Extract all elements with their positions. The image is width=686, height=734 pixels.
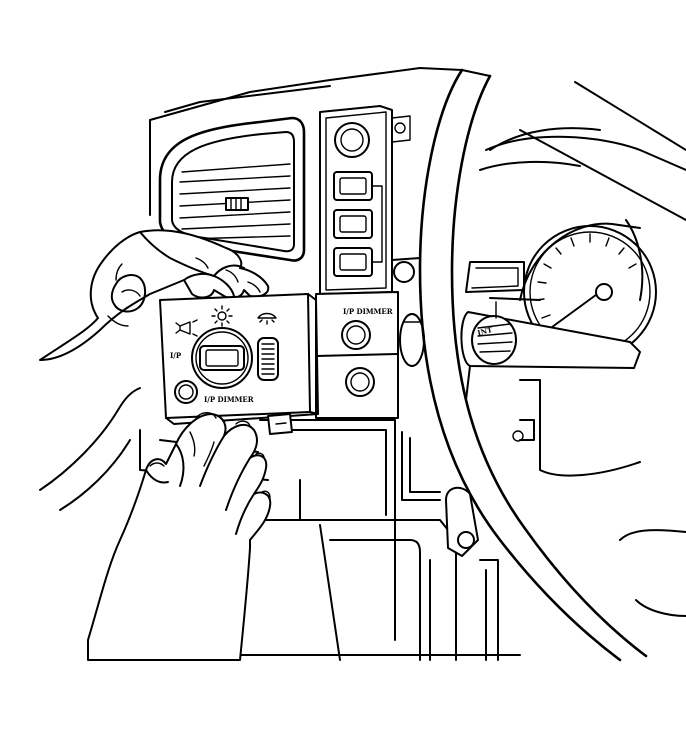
center-switch-column — [319, 105, 411, 295]
rocker-switch-2 — [333, 209, 373, 239]
headlamp-knob-grip — [199, 345, 245, 371]
dimmer-knob-upper — [341, 320, 371, 350]
right-hand-lower — [87, 412, 272, 661]
stalk-int-label: INT — [476, 325, 493, 338]
dimmer-switch-panel: I/P DIMMER — [315, 291, 399, 419]
left-hand-upper — [39, 229, 270, 361]
screw-head — [394, 122, 406, 134]
headlamp-switch-side-label: I/P — [170, 351, 182, 360]
thumbwheel-ridges — [261, 343, 275, 375]
gauge-tick-marks — [535, 233, 637, 319]
parking-lamp-icon — [175, 319, 198, 337]
dome-lamp-icon — [257, 312, 277, 325]
fog-lamp-button — [174, 380, 198, 404]
headlamp-sun-icon — [211, 305, 233, 327]
stalk-wiper-dial — [471, 315, 517, 365]
steering-wheel — [418, 68, 648, 662]
switch-knob-round — [334, 122, 370, 158]
dimmer-knob-label: I/P DIMMER — [343, 307, 393, 316]
dimmer-knob-lower — [345, 367, 375, 397]
headlamp-switch-assembly: I/P I/P DIMMER — [159, 293, 319, 435]
turn-signal-stalk: INT — [460, 297, 641, 401]
gauge-needle — [547, 291, 601, 331]
column-lower-bracket — [445, 486, 479, 557]
instrument-cluster — [465, 135, 686, 617]
a-pillar — [519, 81, 686, 221]
headlamp-switch-bottom-label: I/P DIMMER — [204, 395, 254, 404]
dashboard-top-edge — [149, 67, 463, 216]
vent-adjuster-tab — [225, 197, 249, 211]
hand-wrist-outline — [39, 387, 141, 511]
